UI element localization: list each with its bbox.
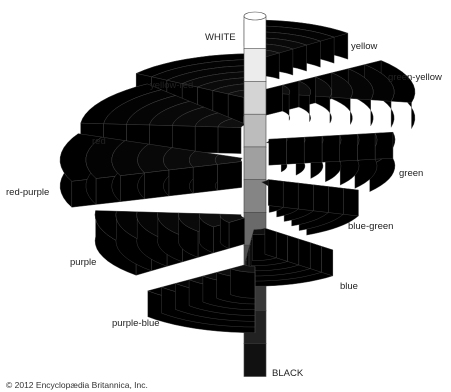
hue-sector-red-purple [59, 133, 243, 208]
axis-top-cap [243, 11, 267, 21]
hue-label-red-purple: red-purple [6, 187, 49, 198]
hue-label-red: red [92, 136, 106, 147]
value-step [243, 15, 267, 50]
axis-bottom-label: BLACK [272, 368, 304, 379]
chroma-block-end [264, 227, 277, 259]
chroma-block-end [168, 166, 194, 197]
chroma-block-end [193, 164, 218, 194]
chroma-block-end [287, 235, 299, 266]
hue-sector-green-yellow [265, 60, 416, 129]
hue-label-blue-green: blue-green [348, 221, 393, 232]
chroma-block-end [374, 131, 394, 160]
value-step [243, 146, 267, 181]
chroma-block-end [310, 242, 322, 273]
value-step [243, 179, 267, 214]
hue-sectors-back [59, 19, 416, 208]
chroma-block-end [339, 133, 358, 162]
hue-label-yellow: yellow [351, 41, 378, 52]
hue-sector-blue [245, 227, 334, 287]
chroma-block-side [230, 268, 256, 299]
hue-sector-purple [94, 210, 246, 276]
chroma-block-end [304, 135, 323, 164]
hue-sector-blue-green [261, 179, 359, 236]
axis-top-label: WHITE [205, 32, 236, 43]
chroma-block-end [276, 231, 288, 262]
hue-label-yellow-red: yellow-red [150, 80, 193, 91]
chroma-block-end [195, 126, 219, 154]
hue-label-purple-blue: purple-blue [112, 318, 160, 329]
hue-sector-green [265, 131, 396, 193]
value-step [243, 342, 267, 377]
hue-label-blue: blue [340, 281, 358, 292]
chroma-block-end [268, 179, 284, 208]
value-step [243, 113, 267, 148]
copyright-credit: © 2012 Encyclopædia Britannica, Inc. [6, 380, 148, 390]
hue-sectors-front [94, 131, 396, 334]
chroma-block-end [286, 136, 305, 165]
chroma-block-end [321, 134, 340, 163]
chroma-block-end [298, 182, 314, 212]
chroma-block-top [229, 264, 256, 273]
chroma-block-end [328, 186, 344, 215]
chroma-block-top [215, 154, 243, 165]
chroma-block-end [357, 132, 376, 161]
chroma-block-end [321, 246, 333, 277]
value-step [243, 48, 267, 83]
chroma-block-end [313, 184, 329, 213]
hue-sector-red [80, 83, 248, 154]
chroma-block-end [268, 137, 287, 166]
chroma-block-end [217, 161, 242, 191]
chroma-block-end [217, 126, 242, 154]
hue-sector-purple-blue [147, 264, 256, 334]
chroma-block-top [219, 213, 246, 223]
chroma-block-end [283, 181, 299, 210]
hue-label-purple: purple [70, 257, 96, 268]
value-step [243, 81, 267, 116]
chroma-block-end [343, 188, 359, 217]
chroma-block-end [298, 238, 311, 269]
hue-label-green: green [399, 168, 423, 179]
chroma-block-end [265, 84, 283, 116]
hue-label-green-yellow: green-yellow [388, 72, 442, 83]
chroma-block-end [228, 217, 245, 249]
